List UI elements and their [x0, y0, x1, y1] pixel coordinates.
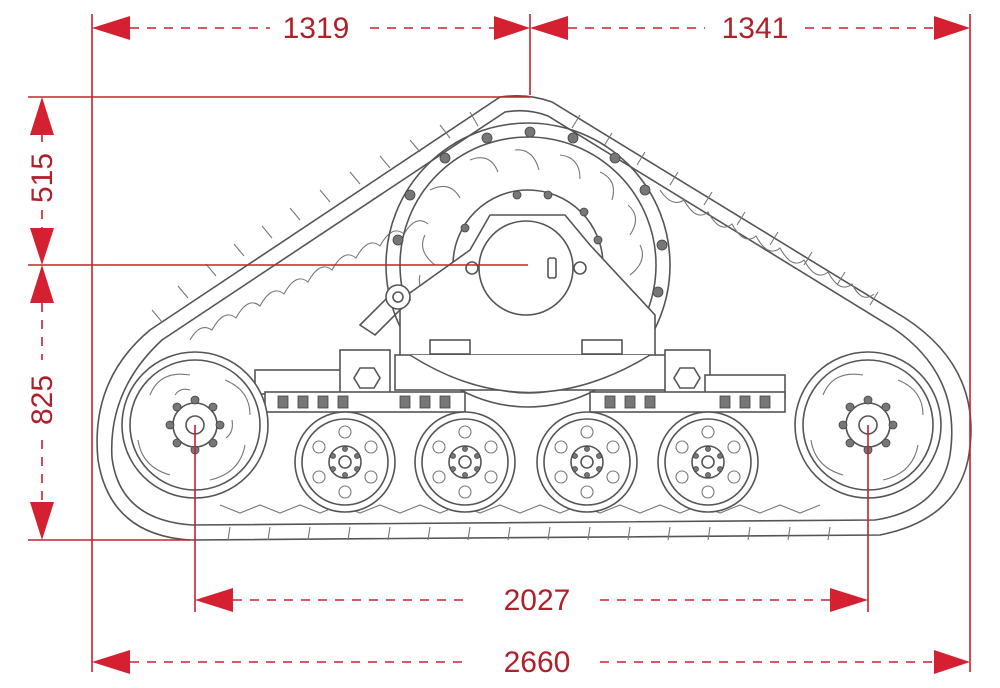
dim-wheelbase: 2027 — [504, 584, 571, 617]
track-belt-inner — [110, 109, 953, 526]
tensioner — [358, 284, 412, 337]
dim-top-left-width: 1319 — [283, 12, 350, 45]
road-wheel-2 — [414, 411, 516, 513]
dim-top-right-width: 1341 — [722, 12, 789, 45]
dim-lower-height: 825 — [26, 375, 59, 425]
track-guide-teeth-bottom — [219, 504, 821, 514]
road-wheel-1 — [294, 411, 396, 513]
track-guide-teeth-left — [189, 220, 429, 341]
track-guide-teeth-right — [659, 189, 875, 298]
track-assembly — [96, 95, 972, 541]
sprocket-bolts — [392, 126, 668, 298]
dim-overall-length: 2660 — [504, 646, 571, 679]
bogie-frame — [254, 339, 786, 413]
road-wheel-4 — [657, 411, 759, 513]
dimension-lines — [28, 14, 971, 674]
drive-hub — [478, 220, 574, 316]
track-belt-outer — [96, 95, 972, 541]
road-wheel-3 — [536, 411, 638, 513]
track-lugs — [151, 111, 879, 541]
dim-upper-height: 515 — [26, 153, 59, 203]
